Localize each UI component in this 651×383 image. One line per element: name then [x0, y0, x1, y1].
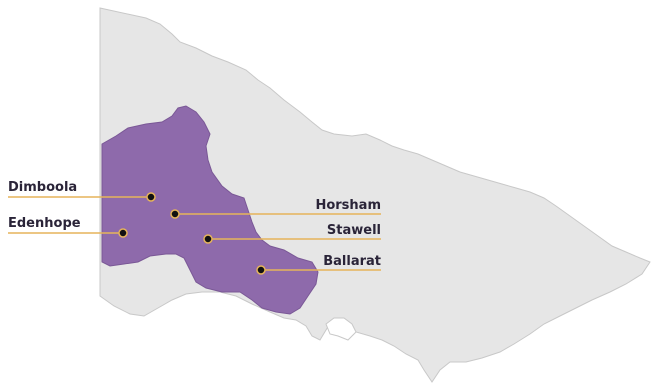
town-label-edenhope: Edenhope — [8, 216, 81, 231]
town-ballarat[interactable]: Ballarat — [256, 254, 381, 275]
town-marker-horsham[interactable] — [170, 209, 180, 219]
town-marker-dimboola[interactable] — [146, 192, 156, 202]
town-horsham[interactable]: Horsham — [170, 198, 381, 219]
town-marker-edenhope[interactable] — [118, 228, 128, 238]
town-dimboola[interactable]: Dimboola — [8, 180, 156, 202]
town-label-dimboola: Dimboola — [8, 180, 77, 195]
bay-inlet — [325, 317, 357, 341]
town-edenhope[interactable]: Edenhope — [8, 216, 128, 238]
town-marker-stawell[interactable] — [203, 234, 213, 244]
highlighted-region — [101, 105, 319, 315]
town-label-ballarat: Ballarat — [323, 254, 381, 269]
town-label-horsham: Horsham — [315, 198, 381, 213]
town-label-stawell: Stawell — [327, 223, 381, 238]
town-marker-ballarat[interactable] — [256, 265, 266, 275]
town-stawell[interactable]: Stawell — [203, 223, 381, 244]
